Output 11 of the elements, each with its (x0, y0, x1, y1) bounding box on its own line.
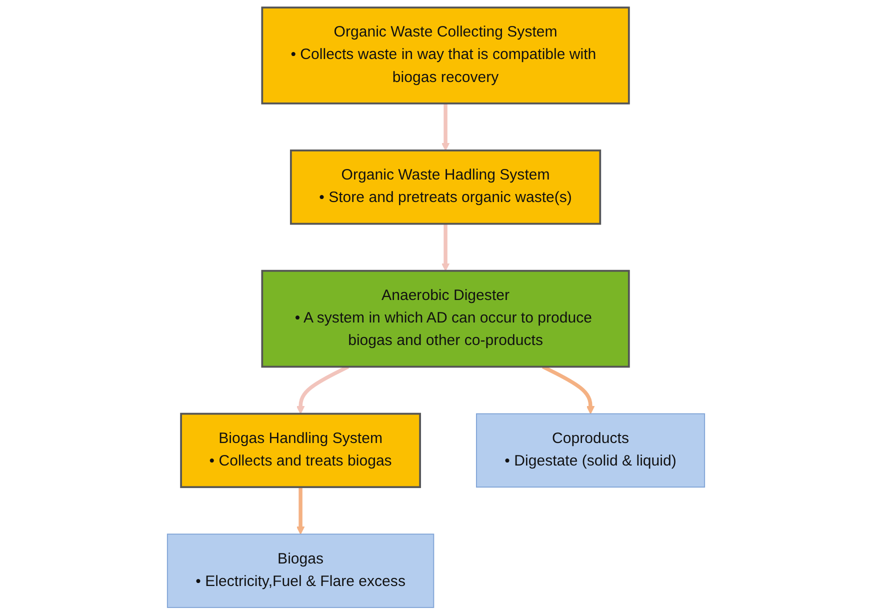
arrow (441, 224, 450, 272)
arrow (296, 365, 350, 414)
node-box: Biogas • Electricity,Fuel & Flare excess (166, 534, 434, 608)
node-box: Coproducts • Digestate (solid & liquid) (476, 413, 706, 488)
node-box: Anaerobic Digester • A system in which AD can occur to produce biogas and other co-products (261, 270, 630, 368)
arrow (542, 365, 595, 414)
node-box: Organic Waste Hadling System • Store and pretreats organic waste(s) (290, 150, 602, 225)
arrow (441, 103, 450, 151)
arrow (296, 487, 305, 534)
node-box: Organic Waste Collecting System • Collects waste in way that is compatible with biogas recovery (261, 6, 630, 104)
node-box: Biogas Handling System • Collects and treats biogas (180, 412, 421, 488)
